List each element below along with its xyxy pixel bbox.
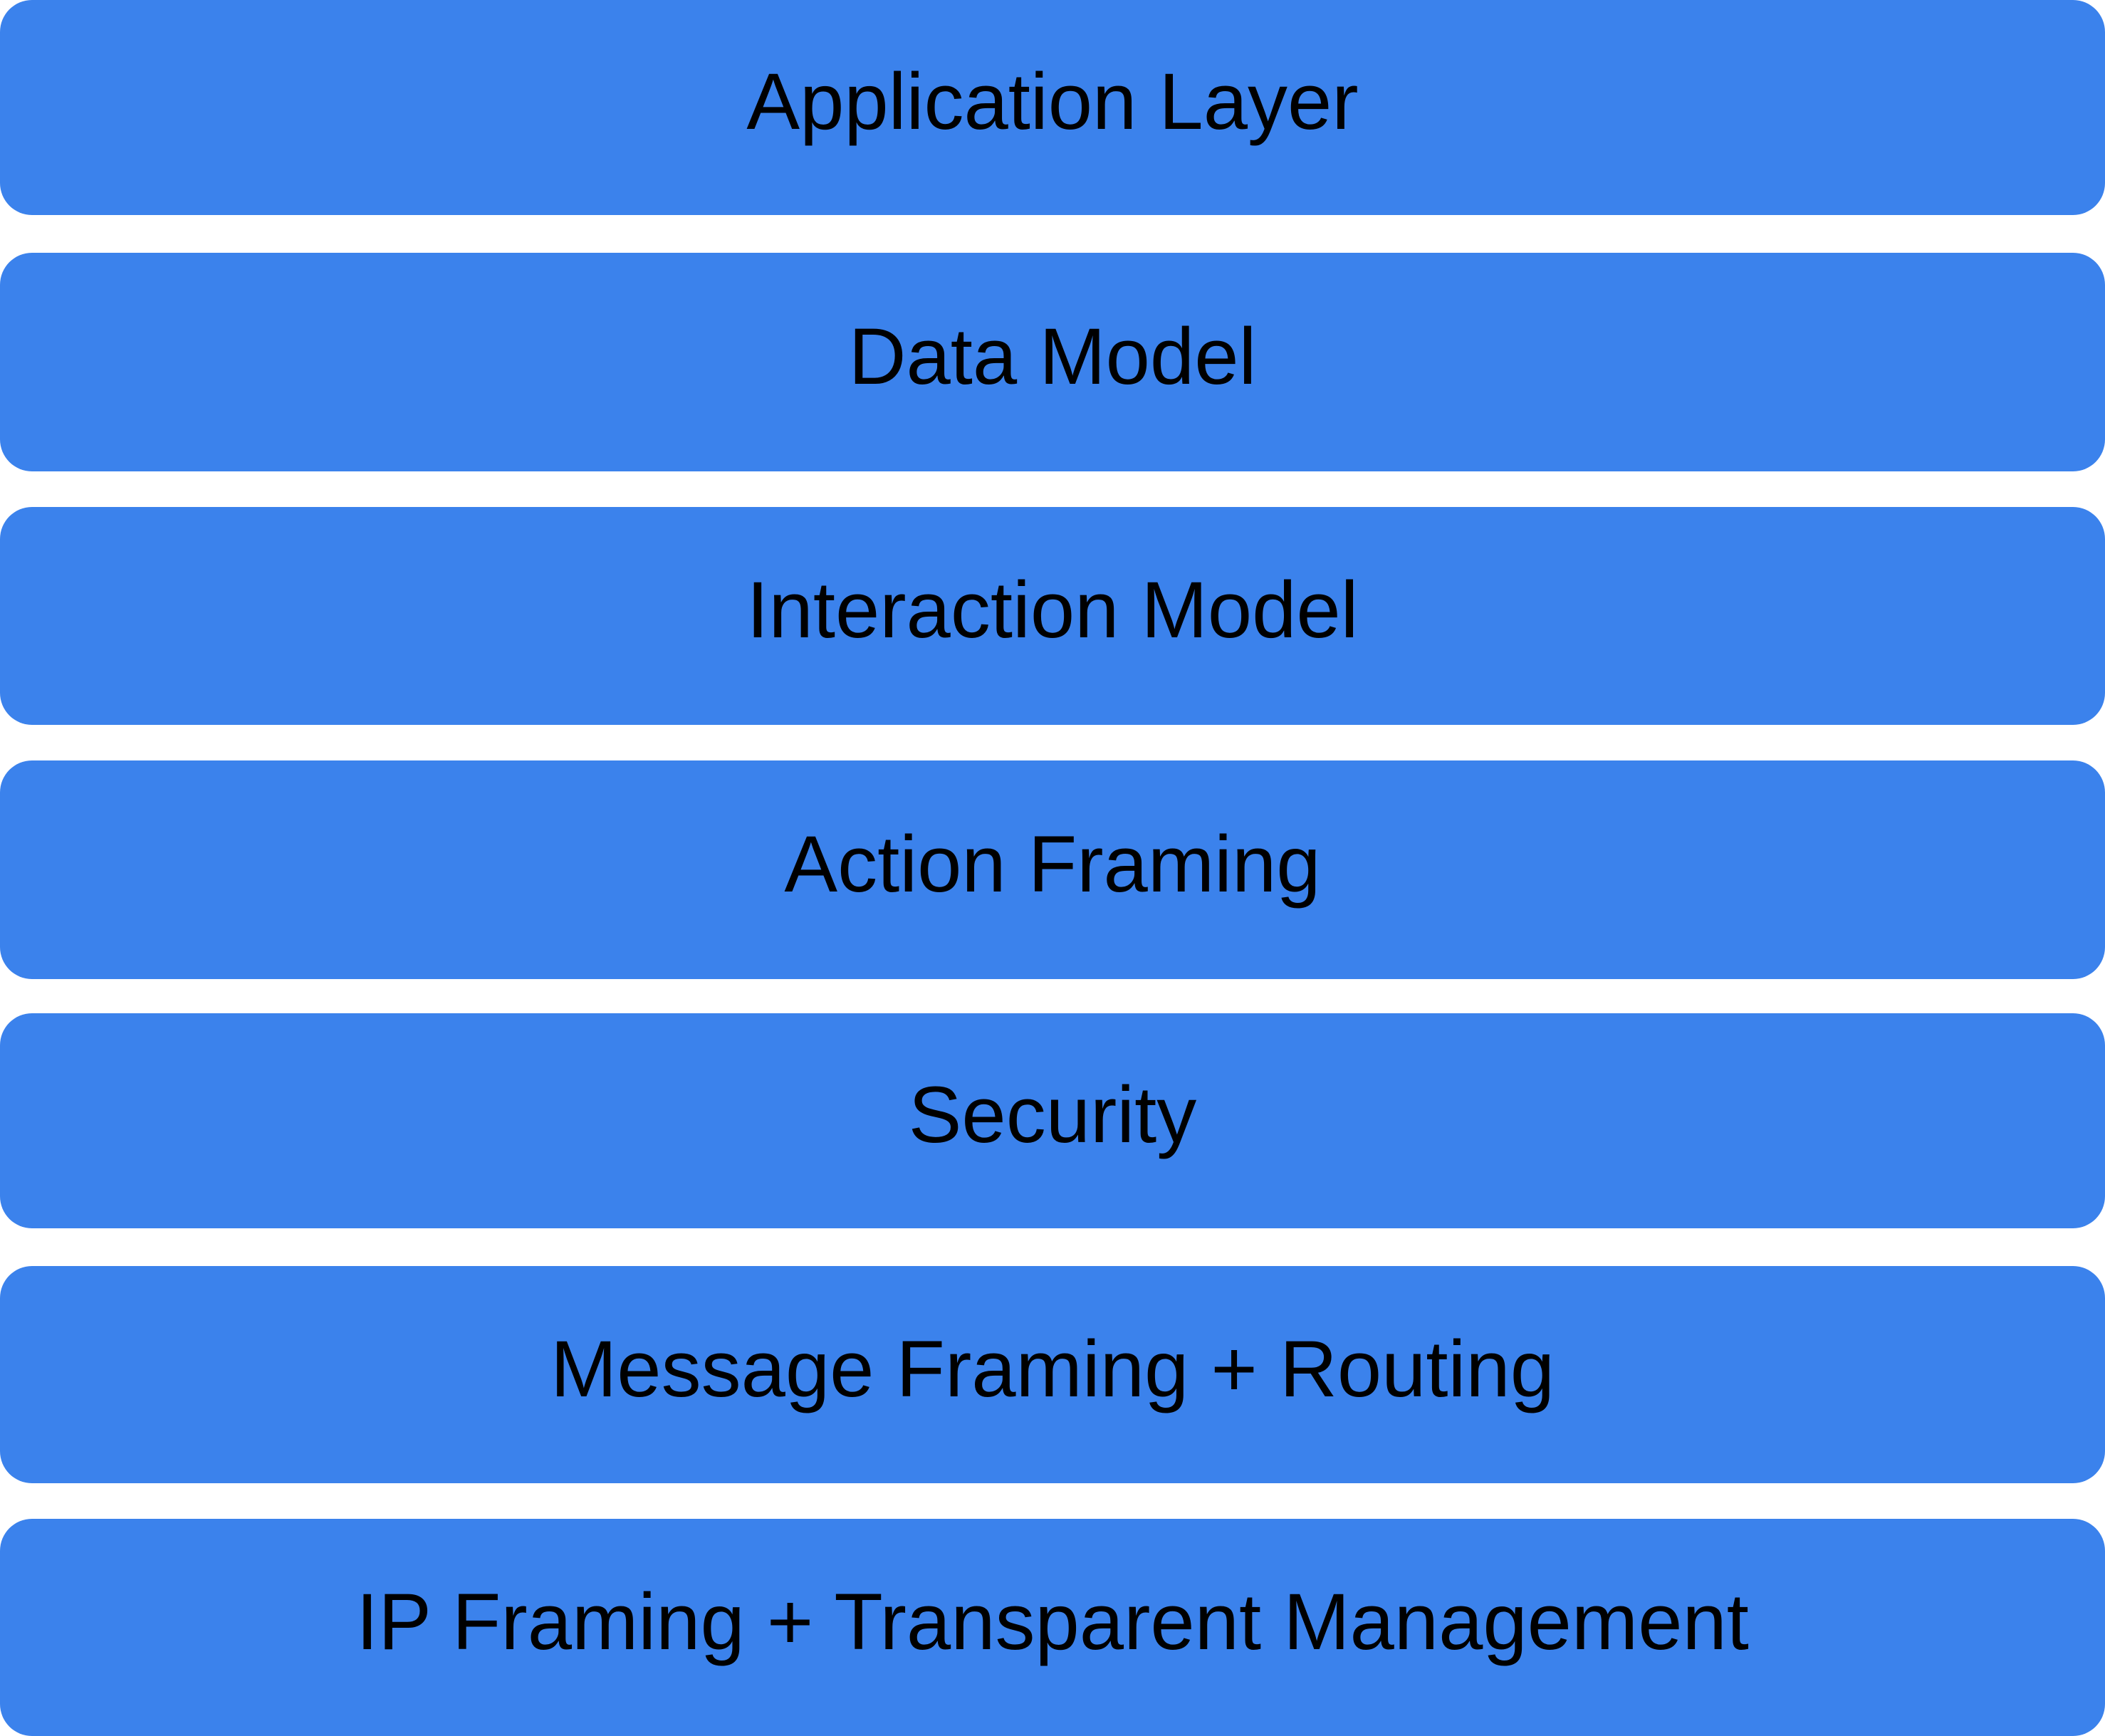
stack-layer-label: Message Framing + Routing (550, 1324, 1555, 1413)
stack-layer-label: Data Model (848, 311, 1257, 401)
stack-layer-label: Security (908, 1070, 1197, 1159)
stack-layer-application-layer[interactable]: Application Layer (0, 0, 2105, 215)
stack-layer-security[interactable]: Security (0, 1013, 2105, 1228)
stack-layer-label: IP Framing + Transparent Management (356, 1576, 1749, 1666)
stack-layer-label: Application Layer (746, 57, 1359, 146)
stack-layer-label: Action Framing (784, 819, 1321, 909)
stack-layer-action-framing[interactable]: Action Framing (0, 760, 2105, 979)
stack-layer-label: Interaction Model (746, 565, 1359, 654)
stack-layer-ip-framing-transparent-management[interactable]: IP Framing + Transparent Management (0, 1519, 2105, 1736)
stack-layer-message-framing-routing[interactable]: Message Framing + Routing (0, 1266, 2105, 1483)
stack-layer-data-model[interactable]: Data Model (0, 253, 2105, 471)
stack-layer-interaction-model[interactable]: Interaction Model (0, 507, 2105, 725)
